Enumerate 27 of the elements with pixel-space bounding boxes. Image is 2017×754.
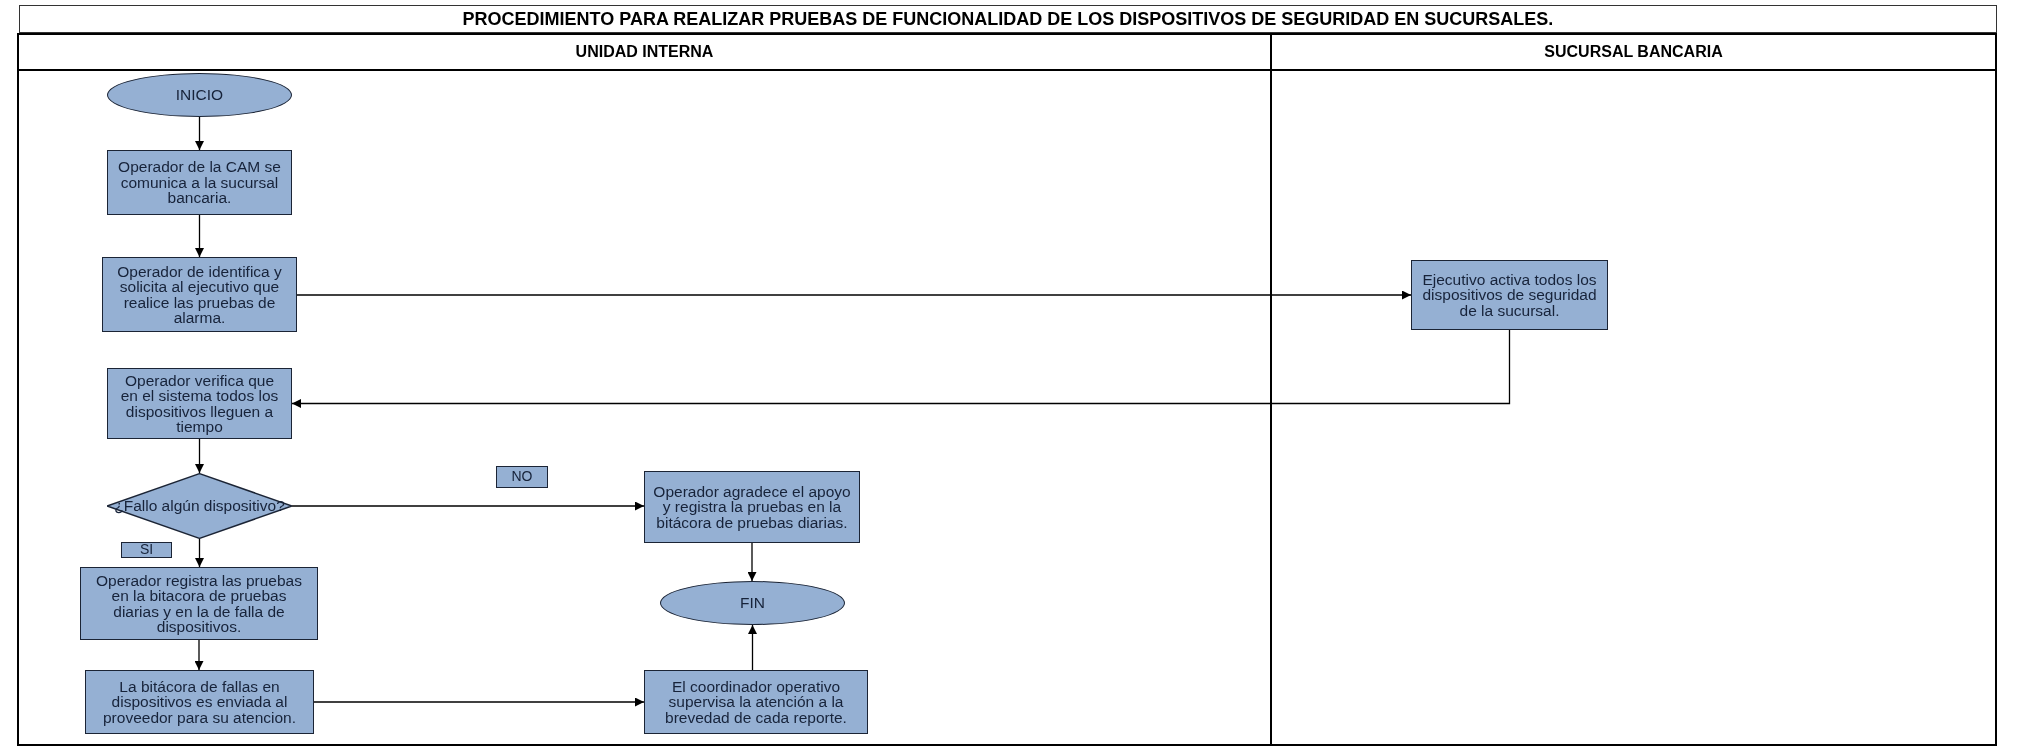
process-box: Operador de la CAM se comunica a la sucursal bancaria. [107,150,292,215]
process-box: La bitácora de fallas en dispositivos es enviada al proveedor para su atencion. [85,670,314,734]
decision-diamond: ¿Fallo algún dispositivo? [107,473,292,539]
process-box: Operador verifica que en el sistema todos los dispositivos lleguen a tiempo [107,368,292,439]
terminator-shape: INICIO [107,73,292,117]
process-box: El coordinador operativo supervisa la atención a la brevedad de cada reporte. [644,670,868,734]
arrow [296,290,1412,300]
diagram-title: PROCEDIMIENTO PARA REALIZAR PRUEBAS DE FUNCIONALIDAD DE LOS DISPOSITIVOS DE SEGURIDAD EN SUCURSALES. [19,5,1997,33]
arrow [195,438,204,474]
branch-label: SI [121,542,172,558]
lane-header: UNIDAD INTERNA [19,35,1270,71]
arrow [748,624,757,671]
arrow [194,639,204,671]
arrow [747,542,757,582]
arrow [195,538,204,568]
arrow [195,116,204,151]
terminator-shape: FIN [660,581,845,625]
process-box: Ejecutivo activa todos los dispositivos de seguridad de la sucursal. [1411,260,1608,330]
process-box: Operador de identifica y solicita al ejecutivo que realice las pruebas de alarma. [102,257,297,332]
lane-header: SUCURSAL BANCARIA [1272,35,1995,71]
branch-label: NO [496,466,548,488]
arrow [313,697,645,707]
arrow [195,214,204,258]
arrow [291,501,645,511]
process-box: Operador agradece el apoyo y registra la pruebas en la bitácora de pruebas diarias. [644,471,860,543]
process-box: Operador registra las pruebas en la bitacora de pruebas diarias y en la de falla de dispositivos. [80,567,318,640]
arrow [291,329,1511,408]
